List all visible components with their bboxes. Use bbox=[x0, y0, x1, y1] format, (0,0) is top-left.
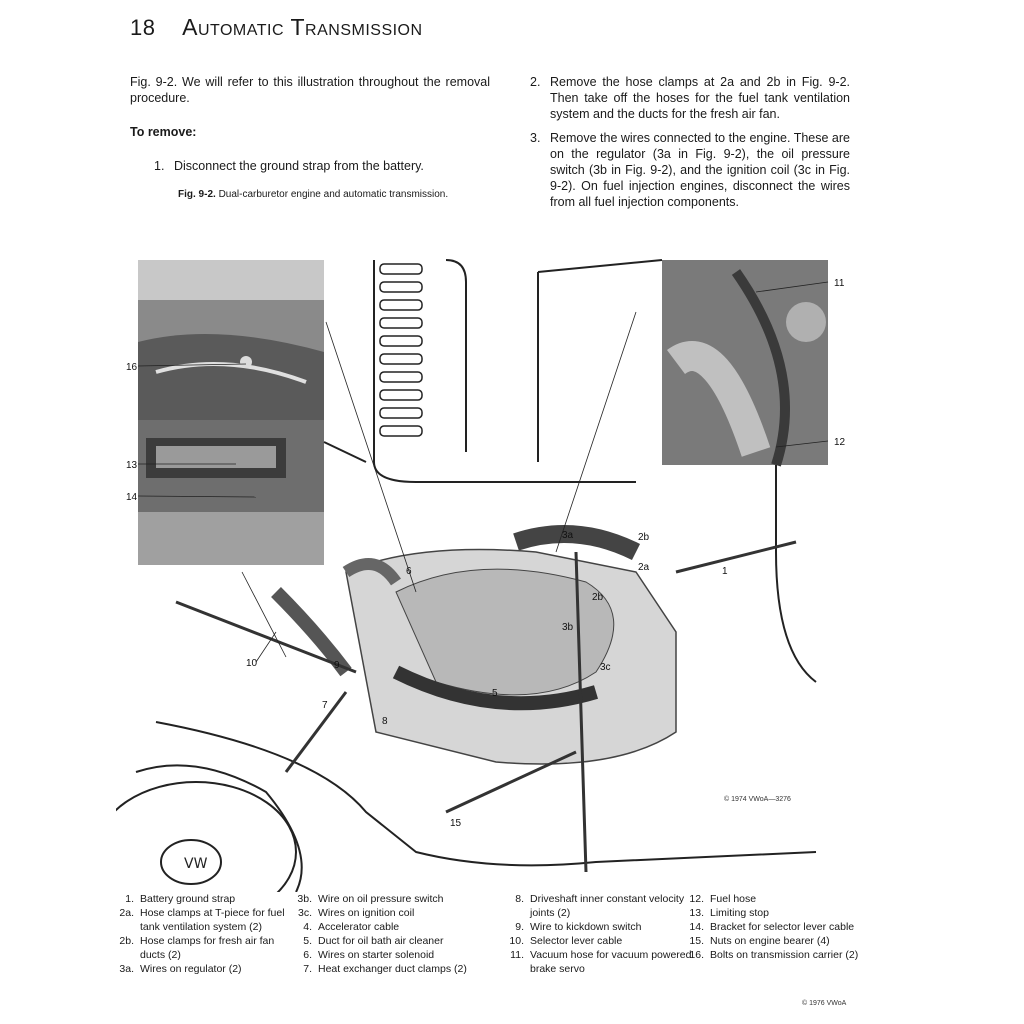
callout-2b-mid: 2b bbox=[592, 592, 604, 603]
callout-2b-top: 2b bbox=[638, 532, 650, 543]
inset-photo-top-left bbox=[138, 260, 324, 420]
figure-caption: Fig. 9-2. Dual-carburetor engine and aut… bbox=[178, 188, 478, 201]
right-column: 2. Remove the hose clamps at 2a and 2b i… bbox=[530, 74, 850, 218]
callout-3a: 3a bbox=[562, 530, 574, 541]
step-1-text: Disconnect the ground strap from the bat… bbox=[174, 159, 424, 173]
driveshaft-and-frame bbox=[175, 540, 797, 873]
callout-12: 12 bbox=[834, 437, 846, 448]
legend-item: 3a.Wires on regulator (2) bbox=[119, 963, 242, 975]
legend-item: 16.Bolts on transmission carrier (2) bbox=[689, 949, 859, 961]
step-3-text: Remove the wires connected to the engine… bbox=[550, 131, 850, 209]
step-3: 3. Remove the wires connected to the eng… bbox=[530, 130, 850, 210]
legend-item: 10.Selector lever cable bbox=[509, 935, 623, 947]
legend-item: 1.Battery ground strap bbox=[125, 893, 236, 905]
callout-6: 6 bbox=[406, 566, 412, 577]
intro-paragraph: Fig. 9-2. We will refer to this illustra… bbox=[130, 75, 490, 105]
step-3-number: 3. bbox=[530, 131, 541, 145]
callout-9: 9 bbox=[334, 660, 340, 671]
chapter-title: Automatic Transmission bbox=[182, 14, 423, 40]
callout-8: 8 bbox=[382, 716, 388, 727]
left-column: Fig. 9-2. We will refer to this illustra… bbox=[130, 74, 490, 201]
legend-item: 14.Bracket for selector lever cable bbox=[689, 921, 855, 933]
figure-copyright: © 1974 VWoA—3276 bbox=[724, 796, 791, 803]
engine-block bbox=[271, 525, 677, 765]
legend-item: 6.Wires on starter solenoid bbox=[303, 949, 435, 961]
legend-item: 5.Duct for oil bath air cleaner bbox=[303, 935, 444, 947]
to-remove-heading: To remove: bbox=[130, 125, 197, 139]
callout-15: 15 bbox=[450, 818, 462, 829]
engine-illustration: VW 16 13 14 11 12 3a 2b 2a 1 6 2b 3b 3c … bbox=[116, 259, 846, 892]
callout-2a: 2a bbox=[638, 562, 650, 573]
step-2-text: Remove the hose clamps at 2a and 2b in F… bbox=[550, 75, 850, 121]
callout-1: 1 bbox=[722, 566, 728, 577]
legend-item: 4.Accelerator cable bbox=[303, 921, 400, 933]
legend-item: 7.Heat exchanger duct clamps (2) bbox=[303, 963, 467, 975]
svg-text:VW: VW bbox=[184, 856, 208, 872]
callout-5: 5 bbox=[492, 688, 498, 699]
legend-column-1: 1.Battery ground strap 2a.Hose clamps at… bbox=[112, 892, 292, 976]
callout-14: 14 bbox=[126, 492, 138, 503]
legend-item: 13.Limiting stop bbox=[689, 907, 769, 919]
figure-caption-label: Fig. 9-2. bbox=[178, 189, 216, 200]
step-1: 1. Disconnect the ground strap from the … bbox=[130, 158, 490, 174]
callout-13: 13 bbox=[126, 460, 138, 471]
legend-item: 3b.Wire on oil pressure switch bbox=[297, 893, 444, 905]
callout-7: 7 bbox=[322, 700, 328, 711]
page-header: 18 Automatic Transmission bbox=[130, 14, 423, 41]
figure-caption-text: Dual-carburetor engine and automatic tra… bbox=[218, 189, 449, 200]
legend-item: 8.Driveshaft inner constant velocity joi… bbox=[515, 893, 685, 919]
legend-column-2: 3b.Wire on oil pressure switch 3c.Wires … bbox=[290, 892, 520, 976]
legend-column-4: 12.Fuel hose 13.Limiting stop 14.Bracket… bbox=[682, 892, 872, 962]
van-body-outline bbox=[135, 259, 817, 892]
leader-lines bbox=[137, 281, 829, 663]
step-2-number: 2. bbox=[530, 75, 541, 89]
engine-vent-grille bbox=[379, 263, 423, 437]
legend-copyright: © 1976 VWoA bbox=[802, 1000, 847, 1007]
legend-item: 15.Nuts on engine bearer (4) bbox=[689, 935, 830, 947]
callout-3b: 3b bbox=[562, 622, 574, 633]
callout-3c: 3c bbox=[600, 662, 611, 673]
legend-item: 11.Vacuum hose for vacuum powered brake … bbox=[510, 949, 692, 975]
callout-11: 11 bbox=[834, 278, 845, 289]
page-number: 18 bbox=[130, 15, 156, 40]
step-2: 2. Remove the hose clamps at 2a and 2b i… bbox=[530, 74, 850, 122]
step-1-number: 1. bbox=[154, 159, 165, 173]
legend-item: 2b.Hose clamps for fresh air fan ducts (… bbox=[119, 935, 275, 961]
callout-10: 10 bbox=[246, 658, 258, 669]
legend-item: 3c.Wires on ignition coil bbox=[297, 907, 415, 919]
legend-item: 9.Wire to kickdown switch bbox=[515, 921, 642, 933]
inset-photo-mid-left bbox=[138, 420, 324, 565]
wheel: VW bbox=[116, 781, 297, 892]
legend-item: 2a.Hose clamps at T-piece for fuel tank … bbox=[119, 907, 285, 933]
legend-item: 12.Fuel hose bbox=[689, 893, 757, 905]
callout-16: 16 bbox=[126, 362, 138, 373]
inset-photo-top-right bbox=[662, 260, 828, 467]
legend-column-3: 8.Driveshaft inner constant velocity joi… bbox=[502, 892, 692, 976]
